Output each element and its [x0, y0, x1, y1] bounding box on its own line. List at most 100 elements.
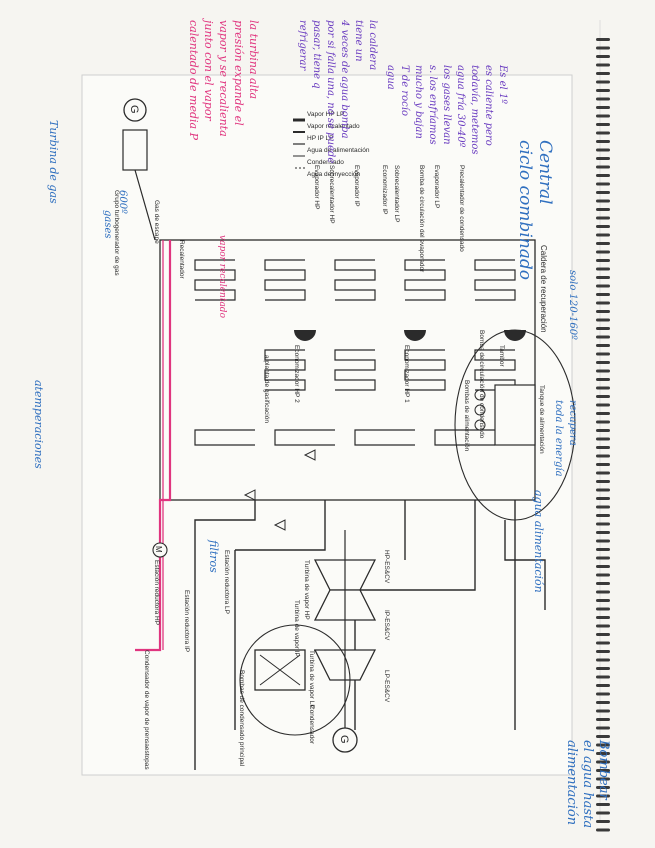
spiral-ring — [596, 633, 610, 636]
svg-text:Estación reductora IP: Estación reductora IP — [183, 590, 190, 652]
spiral-ring — [596, 616, 610, 619]
svg-text:Agua de alimentación: Agua de alimentación — [307, 147, 370, 154]
spiral-ring — [596, 344, 610, 347]
spiral-ring — [596, 735, 610, 738]
spiral-ring — [596, 727, 610, 730]
spiral-ring — [596, 812, 610, 815]
generator-label: G — [338, 735, 350, 744]
note-pink2-0: la caldera — [367, 20, 378, 70]
spiral-ring — [596, 55, 610, 58]
spiral-ring — [596, 234, 610, 237]
spiral-ring — [596, 64, 610, 67]
spiral-ring — [596, 191, 610, 194]
note-agua-alim: agua alimentación — [532, 490, 545, 593]
note-recupera: recupera — [567, 400, 578, 446]
spiral-ring — [596, 591, 610, 594]
spiral-ring — [596, 276, 610, 279]
svg-text:Evaporador LP: Evaporador LP — [433, 165, 440, 208]
spiral-ring — [596, 642, 610, 645]
note-purple-3: agua fría 30-40º — [455, 65, 466, 148]
spiral-ring — [596, 446, 610, 449]
spiral-ring — [596, 574, 610, 577]
svg-text:Recalentador: Recalentador — [178, 240, 185, 279]
spiral-ring — [596, 599, 610, 602]
note-purple-7: T de rocío — [399, 65, 410, 116]
note-purple-8: agua — [385, 65, 396, 90]
gas-turbine — [123, 130, 147, 170]
svg-text:Bombas de alimentación: Bombas de alimentación — [463, 380, 470, 452]
spiral-ring — [596, 259, 610, 262]
svg-text:Estación reductora LP: Estación reductora LP — [223, 550, 230, 614]
spiral-ring — [596, 803, 610, 806]
note-sota: solo 120-160º — [567, 270, 578, 340]
svg-text:Economizador HP 2: Economizador HP 2 — [293, 345, 300, 403]
spiral-ring — [596, 667, 610, 670]
svg-text:Condensador de vapor de prensa: Condensador de vapor de prensaestopas — [143, 650, 150, 770]
spiral-ring — [596, 582, 610, 585]
note-turbina-gas: Turbina de gas — [47, 120, 60, 204]
spiral-ring — [596, 310, 610, 313]
svg-text:Bomba de circulación de conden: Bomba de circulación de condensado — [478, 330, 485, 439]
spiral-ring — [596, 89, 610, 92]
spiral-ring — [596, 438, 610, 441]
svg-text:M: M — [154, 546, 163, 553]
spiral-ring — [596, 693, 610, 696]
spiral-ring — [596, 370, 610, 373]
spiral-ring — [596, 514, 610, 517]
spiral-binding — [596, 20, 610, 832]
note-pink2-5: refrigerar — [297, 20, 308, 71]
svg-text:Turbina de vapor LP: Turbina de vapor LP — [308, 650, 315, 709]
spiral-ring — [596, 565, 610, 568]
spiral-ring — [596, 106, 610, 109]
spiral-ring — [596, 378, 610, 381]
spiral-ring — [596, 540, 610, 543]
note-purple-0: Es el 1º — [497, 64, 508, 104]
note-title-2: ciclo combinado — [515, 140, 535, 280]
spiral-ring — [596, 327, 610, 330]
spiral-ring — [596, 820, 610, 823]
spiral-ring — [596, 429, 610, 432]
note-vapor-recalentado: vapor recalentado — [217, 235, 227, 319]
spiral-ring — [596, 251, 610, 254]
spiral-ring — [596, 285, 610, 288]
note-filtros: filtros — [207, 539, 220, 573]
note-pink2-4: pasar, tiene q — [311, 20, 322, 89]
svg-text:Bomba de circulación del evapo: Bomba de circulación del evaporador — [418, 165, 425, 273]
spiral-ring — [596, 115, 610, 118]
spiral-ring — [596, 242, 610, 245]
spiral-ring — [596, 72, 610, 75]
spiral-ring — [596, 463, 610, 466]
spiral-ring — [596, 200, 610, 203]
spiral-ring — [596, 98, 610, 101]
svg-text:Turbina de vapor IP: Turbina de vapor IP — [293, 600, 300, 657]
spiral-ring — [596, 557, 610, 560]
note-title-1: Central — [535, 140, 555, 205]
spiral-ring — [596, 472, 610, 475]
svg-text:Economizador IP: Economizador IP — [381, 165, 388, 215]
note-purple-1: es caliente pero — [483, 65, 494, 146]
spiral-ring — [596, 701, 610, 704]
spiral-ring — [596, 149, 610, 152]
spiral-ring — [596, 293, 610, 296]
svg-text:Sobrecalentador HP: Sobrecalentador HP — [328, 165, 335, 224]
svg-text:HP-ES&CV: HP-ES&CV — [383, 550, 390, 584]
note-bombear-2: el agua hasta — [580, 740, 595, 828]
spiral-ring — [596, 421, 610, 424]
spiral-ring — [596, 489, 610, 492]
spiral-ring — [596, 38, 610, 41]
note-pink-3: junto con el vapor — [202, 17, 215, 121]
spiral-ring — [596, 659, 610, 662]
note-purple-2: todavía, metemos — [469, 65, 480, 155]
note-gases: gases — [102, 210, 113, 239]
spiral-ring — [596, 268, 610, 271]
note-pink2-2: 4 veces de agua bomba — [339, 19, 350, 139]
note-purple-6: mucho y bajan — [413, 65, 424, 139]
spiral-ring — [596, 676, 610, 679]
svg-text:LP-ES&CV: LP-ES&CV — [383, 670, 390, 703]
spiral-ring — [596, 47, 610, 50]
spiral-ring — [596, 353, 610, 356]
spiral-ring — [596, 412, 610, 415]
spiral-ring — [596, 81, 610, 84]
note-pink-4: calentado de media P — [187, 20, 200, 141]
